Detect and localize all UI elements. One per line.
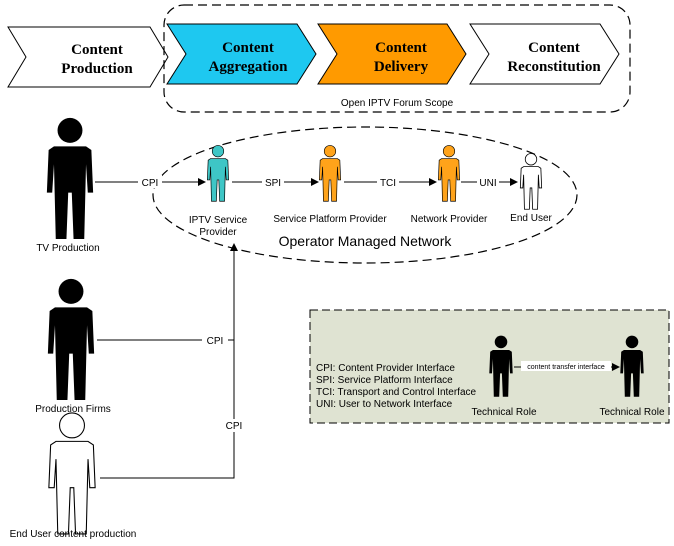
legend-role-right-label: Technical Role bbox=[599, 407, 664, 418]
stage-production-line2: Production bbox=[61, 61, 133, 77]
iptv-provider-label-line2: Provider bbox=[199, 227, 237, 238]
network-provider-figure bbox=[437, 145, 461, 202]
service-platform-provider-label: Service Platform Provider bbox=[273, 214, 387, 225]
tci-label: TCI bbox=[380, 178, 396, 189]
tv-production-label: TV Production bbox=[36, 243, 99, 254]
spi-label: SPI bbox=[265, 178, 281, 189]
stage-reconstitution-line1: Content bbox=[528, 40, 580, 56]
production-firms-figure bbox=[47, 278, 95, 400]
cpi-label-tv: CPI bbox=[142, 178, 159, 189]
uni-label: UNI bbox=[479, 178, 496, 189]
end-user-label: End User bbox=[510, 213, 552, 224]
legend-item-uni: UNI: User to Network Interface bbox=[316, 399, 453, 410]
cpi-label-production-firms: CPI bbox=[207, 336, 224, 347]
iptv-service-provider-figure bbox=[206, 145, 230, 202]
stage-content-reconstitution: Content Reconstitution bbox=[469, 23, 620, 85]
iptv-provider-label-line1: IPTV Service bbox=[189, 215, 248, 226]
network-label: Operator Managed Network bbox=[279, 233, 453, 249]
cpi-label-bg bbox=[138, 175, 162, 188]
tv-production-figure bbox=[46, 117, 94, 239]
stage-aggregation-line1: Content bbox=[222, 40, 274, 56]
end-user-figure bbox=[519, 153, 543, 210]
spi-label-bg bbox=[262, 175, 284, 188]
production-firms-label: Production Firms bbox=[35, 404, 111, 415]
cpi-label-end-user-content: CPI bbox=[226, 421, 243, 432]
stage-production-line1: Content bbox=[71, 42, 123, 58]
network-provider-label: Network Provider bbox=[411, 214, 488, 225]
scope-label: Open IPTV Forum Scope bbox=[341, 98, 454, 109]
stage-reconstitution-line2: Reconstitution bbox=[507, 59, 601, 75]
stage-content-aggregation: Content Aggregation bbox=[166, 23, 317, 85]
end-user-content-label: End User content production bbox=[10, 529, 137, 540]
end-user-content-figure bbox=[47, 412, 97, 535]
operator-network-boundary bbox=[152, 126, 578, 264]
scope-boundary bbox=[163, 4, 631, 113]
stage-aggregation-line2: Aggregation bbox=[209, 59, 289, 75]
stage-delivery-line2: Delivery bbox=[374, 59, 429, 75]
legend-arrow-label: content transfer interface bbox=[527, 364, 605, 371]
legend-item-spi: SPI: Service Platform Interface bbox=[316, 375, 453, 386]
tci-label-bg bbox=[377, 175, 399, 188]
legend-item-tci: TCI: Transport and Control Interface bbox=[316, 387, 477, 398]
cpi-line-end-user-content bbox=[100, 243, 238, 479]
legend-role-left-label: Technical Role bbox=[471, 407, 536, 418]
stage-content-production: Content Production bbox=[7, 26, 169, 88]
stage-delivery-line1: Content bbox=[375, 40, 427, 56]
uni-label-bg bbox=[477, 175, 499, 188]
legend-item-cpi: CPI: Content Provider Interface bbox=[316, 363, 455, 374]
service-platform-provider-figure bbox=[318, 145, 342, 202]
stage-content-delivery: Content Delivery bbox=[317, 23, 467, 85]
legend-arrow-label-bg bbox=[521, 361, 611, 371]
cpi-label-firms-bg bbox=[202, 333, 228, 347]
cpi-label-user-bg bbox=[222, 419, 246, 432]
